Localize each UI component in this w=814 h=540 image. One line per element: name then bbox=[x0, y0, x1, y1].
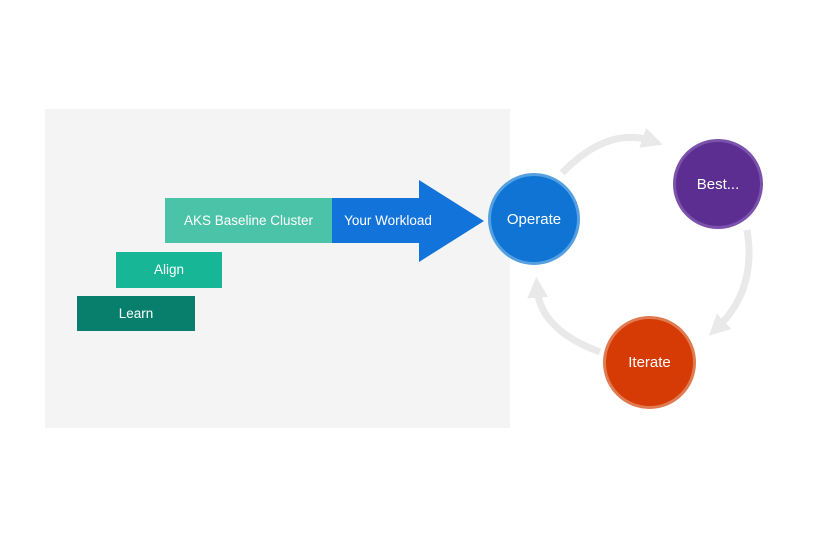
workload-arrow-label: Your Workload bbox=[344, 213, 432, 228]
stage-bar-learn-label: Learn bbox=[118, 305, 154, 321]
arc-best-to-iterate bbox=[708, 229, 753, 336]
stage-bar-aks-baseline-cluster-label: AKS Baseline Cluster bbox=[183, 212, 314, 228]
cycle-node-iterate-label: Iterate bbox=[628, 354, 671, 371]
workload-arrow-head bbox=[419, 180, 484, 262]
stage-bar-learn: Learn bbox=[77, 296, 195, 331]
cycle-node-best-label: Best... bbox=[696, 175, 740, 193]
stage-bar-align-label: Align bbox=[153, 262, 185, 278]
cycle-node-operate-label: Operate bbox=[506, 210, 562, 228]
arc-iterate-to-operate bbox=[527, 276, 602, 356]
workload-arrow-body bbox=[332, 198, 420, 243]
stage-bar-aks-baseline-cluster: AKS Baseline Cluster bbox=[165, 198, 332, 243]
arc-operate-to-best bbox=[559, 127, 663, 176]
stage-bar-align: Align bbox=[116, 252, 222, 288]
cycle-node-iterate: Iterate bbox=[603, 316, 696, 409]
cycle-node-best: Best... bbox=[673, 139, 763, 229]
cycle-node-operate: Operate bbox=[488, 173, 580, 265]
